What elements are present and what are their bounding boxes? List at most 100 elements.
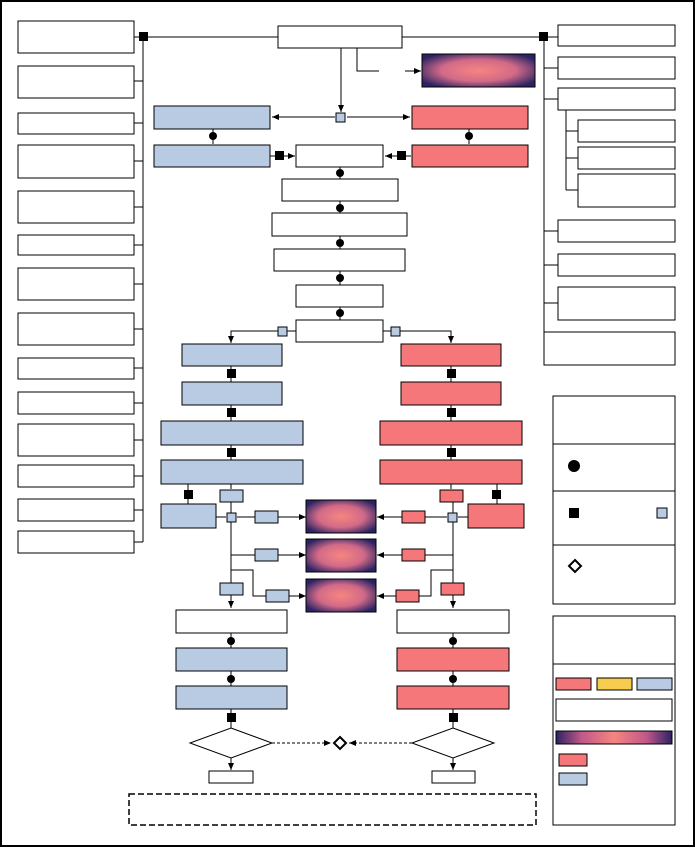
left-box-2: [17, 65, 135, 99]
filled-square-connector-icon: [492, 490, 501, 499]
blue-tag-5: [265, 589, 290, 603]
color-legend: [552, 615, 676, 826]
connector-symbols: [139, 32, 548, 751]
left-box-14: [17, 530, 135, 554]
blue-end-node: [208, 770, 254, 784]
legend-blue-square-icon: [656, 507, 668, 519]
red-branch: [379, 343, 525, 603]
blue-bottom-2: [175, 647, 288, 672]
red-tag-5: [395, 589, 420, 603]
bottom-chains: [128, 609, 537, 826]
center-chain-4: [295, 284, 384, 308]
filled-square-connector-icon: [449, 713, 458, 722]
blue-bottom-3: [175, 685, 288, 710]
right-column: [543, 24, 676, 366]
filled-square-connector-icon: [184, 490, 193, 499]
blue-branch-4: [160, 459, 304, 485]
legend-circle-icon: [568, 460, 580, 472]
filled-square-connector-icon: [227, 713, 236, 722]
filled-circle-connector-icon: [209, 132, 217, 140]
filled-square-connector-icon: [447, 448, 456, 457]
legend-blue-item: [558, 772, 588, 786]
blue-square-connector-icon: [335, 112, 346, 123]
right-box-7: [543, 331, 676, 366]
filled-square-connector-icon: [227, 369, 236, 378]
symbol-legend-frame: [552, 395, 676, 605]
left-box-1: [17, 20, 135, 54]
blue-decision: [188, 727, 274, 759]
left-box-11: [17, 423, 135, 457]
legend-swatch-blue: [636, 677, 673, 691]
top-node: [277, 25, 403, 49]
filled-square-connector-icon: [275, 151, 284, 160]
right-sub-box-3: [577, 173, 676, 208]
left-box-10: [17, 391, 135, 415]
gradient-node-2: [305, 538, 377, 573]
left-box-9: [17, 357, 135, 380]
blue-tag-3: [254, 548, 279, 562]
blue-branch-2: [181, 381, 283, 406]
blue-branch: [160, 343, 304, 603]
red-tag-2: [401, 510, 426, 524]
legend-white-box: [555, 698, 673, 722]
center-chain-5: [295, 319, 384, 343]
red-decision: [410, 727, 496, 759]
filled-square-connector-icon: [227, 408, 236, 417]
center-merge-node: [295, 144, 384, 168]
left-box-12: [17, 464, 135, 488]
center-chain-1: [281, 178, 399, 202]
blue-second-node: [153, 144, 271, 168]
red-branch-4: [379, 459, 523, 485]
filled-square-connector-icon: [397, 151, 406, 160]
right-box-4: [557, 219, 676, 243]
blue-square-connector-icon: [226, 512, 237, 523]
red-tag-4: [440, 582, 465, 596]
right-box-3: [557, 87, 676, 111]
center-top: [153, 25, 536, 343]
gradient-node-3: [305, 578, 377, 613]
left-box-3: [17, 112, 135, 135]
diamond-connector-icon: [332, 735, 348, 751]
legend-swatch-red: [555, 677, 592, 691]
legend-square-icon: [569, 508, 579, 518]
filled-square-connector-icon: [139, 32, 148, 41]
right-sub-box-1: [577, 119, 676, 143]
filled-square-connector-icon: [447, 408, 456, 417]
filled-square-connector-icon: [227, 448, 236, 457]
blue-tag-4: [219, 582, 244, 596]
red-branch-2: [400, 381, 502, 406]
left-box-7: [17, 267, 135, 301]
filled-circle-connector-icon: [465, 132, 473, 140]
right-box-2: [557, 56, 676, 80]
blue-square-connector-icon: [447, 512, 458, 523]
blue-square-connector-icon: [390, 326, 401, 337]
legend-diamond-icon: [567, 558, 583, 574]
left-box-5: [17, 190, 135, 224]
center-chain-3: [273, 248, 406, 272]
red-bottom-3: [396, 685, 510, 710]
filled-circle-connector-icon: [336, 274, 344, 282]
red-bottom-1: [396, 609, 510, 634]
gradient-nodes: [305, 499, 377, 613]
left-column: [17, 20, 135, 554]
filled-circle-connector-icon: [336, 204, 344, 212]
red-branch-1: [400, 343, 502, 367]
filled-square-connector-icon: [539, 32, 548, 41]
legend-swatch-yellow: [596, 677, 633, 691]
filled-circle-connector-icon: [227, 637, 235, 645]
red-branch-3: [379, 420, 523, 446]
left-box-8: [17, 312, 135, 346]
filled-circle-connector-icon: [227, 675, 235, 683]
legend-red-item: [558, 753, 588, 767]
filled-square-connector-icon: [447, 369, 456, 378]
blue-square-connector-icon: [277, 326, 288, 337]
filled-circle-connector-icon: [449, 637, 457, 645]
filled-circle-connector-icon: [336, 239, 344, 247]
red-bottom-2: [396, 647, 510, 672]
red-end-node: [431, 770, 476, 784]
blue-tag-1: [219, 489, 244, 503]
blue-branch-1: [181, 343, 283, 367]
blue-branch-5: [160, 503, 217, 529]
